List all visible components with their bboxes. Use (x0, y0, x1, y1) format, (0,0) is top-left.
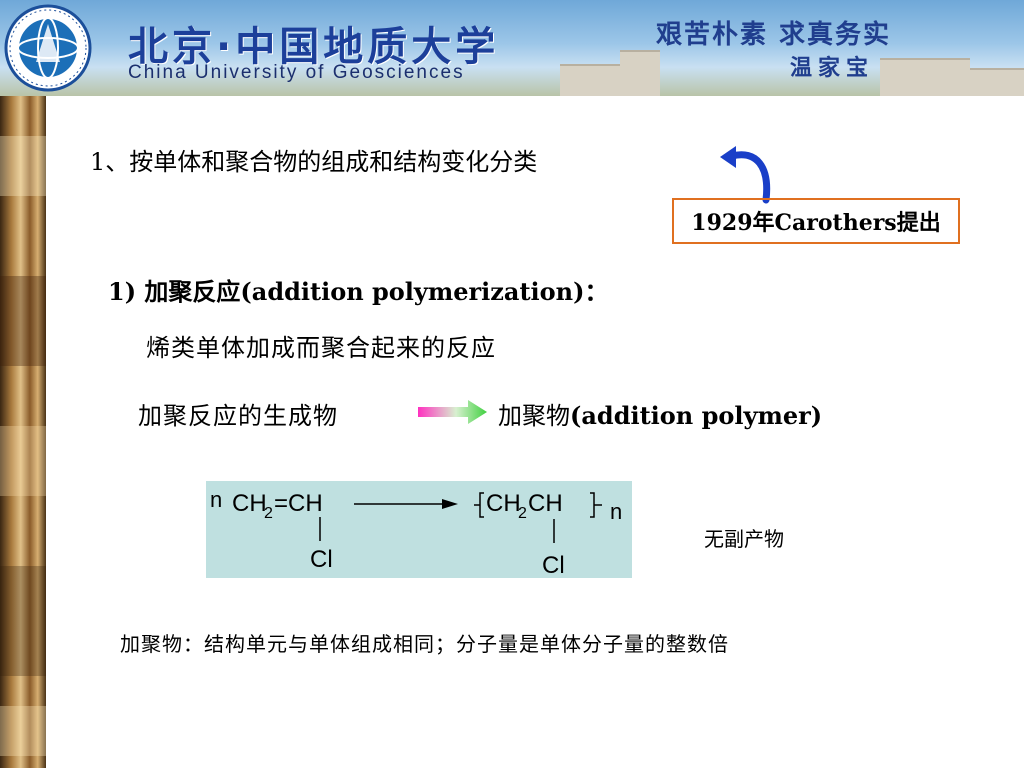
monomer-ch: CH (232, 490, 267, 517)
left-repeat-bracket (474, 492, 484, 518)
monomer-cl: Cl (310, 546, 333, 573)
monomer-subscript: 2 (264, 505, 273, 522)
polymer-ch-2: CH (528, 490, 563, 517)
polymer-degree: n (610, 499, 622, 524)
reaction-equation-box: n CH 2 =CH Cl CH 2 CH n Cl (206, 481, 632, 578)
summary-text: 加聚物：结构单元与单体组成相同；分子量是单体分子量的整数倍 (120, 632, 729, 656)
monomer-coefficient: n (210, 487, 222, 512)
addition-polymer-term: 加聚物(addition polymer) (498, 396, 822, 431)
polymer-cl: Cl (542, 552, 565, 578)
motto-line-2: 温家宝 (790, 56, 875, 81)
banner-building (620, 50, 660, 96)
product-label: 加聚反应的生成物 (138, 402, 338, 430)
reaction-equation: n CH 2 =CH Cl CH 2 CH n Cl (210, 487, 622, 578)
banner-building (970, 68, 1024, 96)
motto-line-1: 艰苦朴素 求真务实 (656, 20, 892, 50)
decorative-sidebar (0, 96, 46, 768)
banner-building (560, 64, 620, 96)
no-byproduct-label: 无副产物 (704, 527, 784, 551)
carothers-note: 1929年Carothers提出 (672, 198, 960, 244)
addition-polymer-cn: 加聚物 (498, 402, 570, 430)
university-logo (4, 4, 92, 92)
section-heading: 1、按单体和聚合物的组成和结构变化分类 (90, 148, 538, 176)
addition-polymer-en: (addition polymer) (570, 401, 823, 430)
definition-text: 烯类单体加成而聚合起来的反应 (146, 334, 496, 362)
university-name-en: China University of Geosciences (128, 62, 465, 83)
sub-heading-addition-polymerization: 1) 加聚反应(addition polymerization)： (108, 277, 609, 306)
reaction-arrow-head (442, 499, 458, 509)
curved-arrow-icon (720, 146, 771, 204)
gradient-arrow-icon (418, 400, 487, 424)
polymer-subscript: 2 (518, 505, 527, 522)
monomer-double-bond-ch: =CH (274, 490, 323, 517)
polymer-ch: CH (486, 490, 521, 517)
right-repeat-bracket (590, 492, 602, 518)
banner-building (880, 58, 970, 96)
header-banner: 北京·中国地质大学 China University of Geoscience… (0, 0, 1024, 96)
university-name-cn: 北京·中国地质大学 (128, 24, 500, 70)
